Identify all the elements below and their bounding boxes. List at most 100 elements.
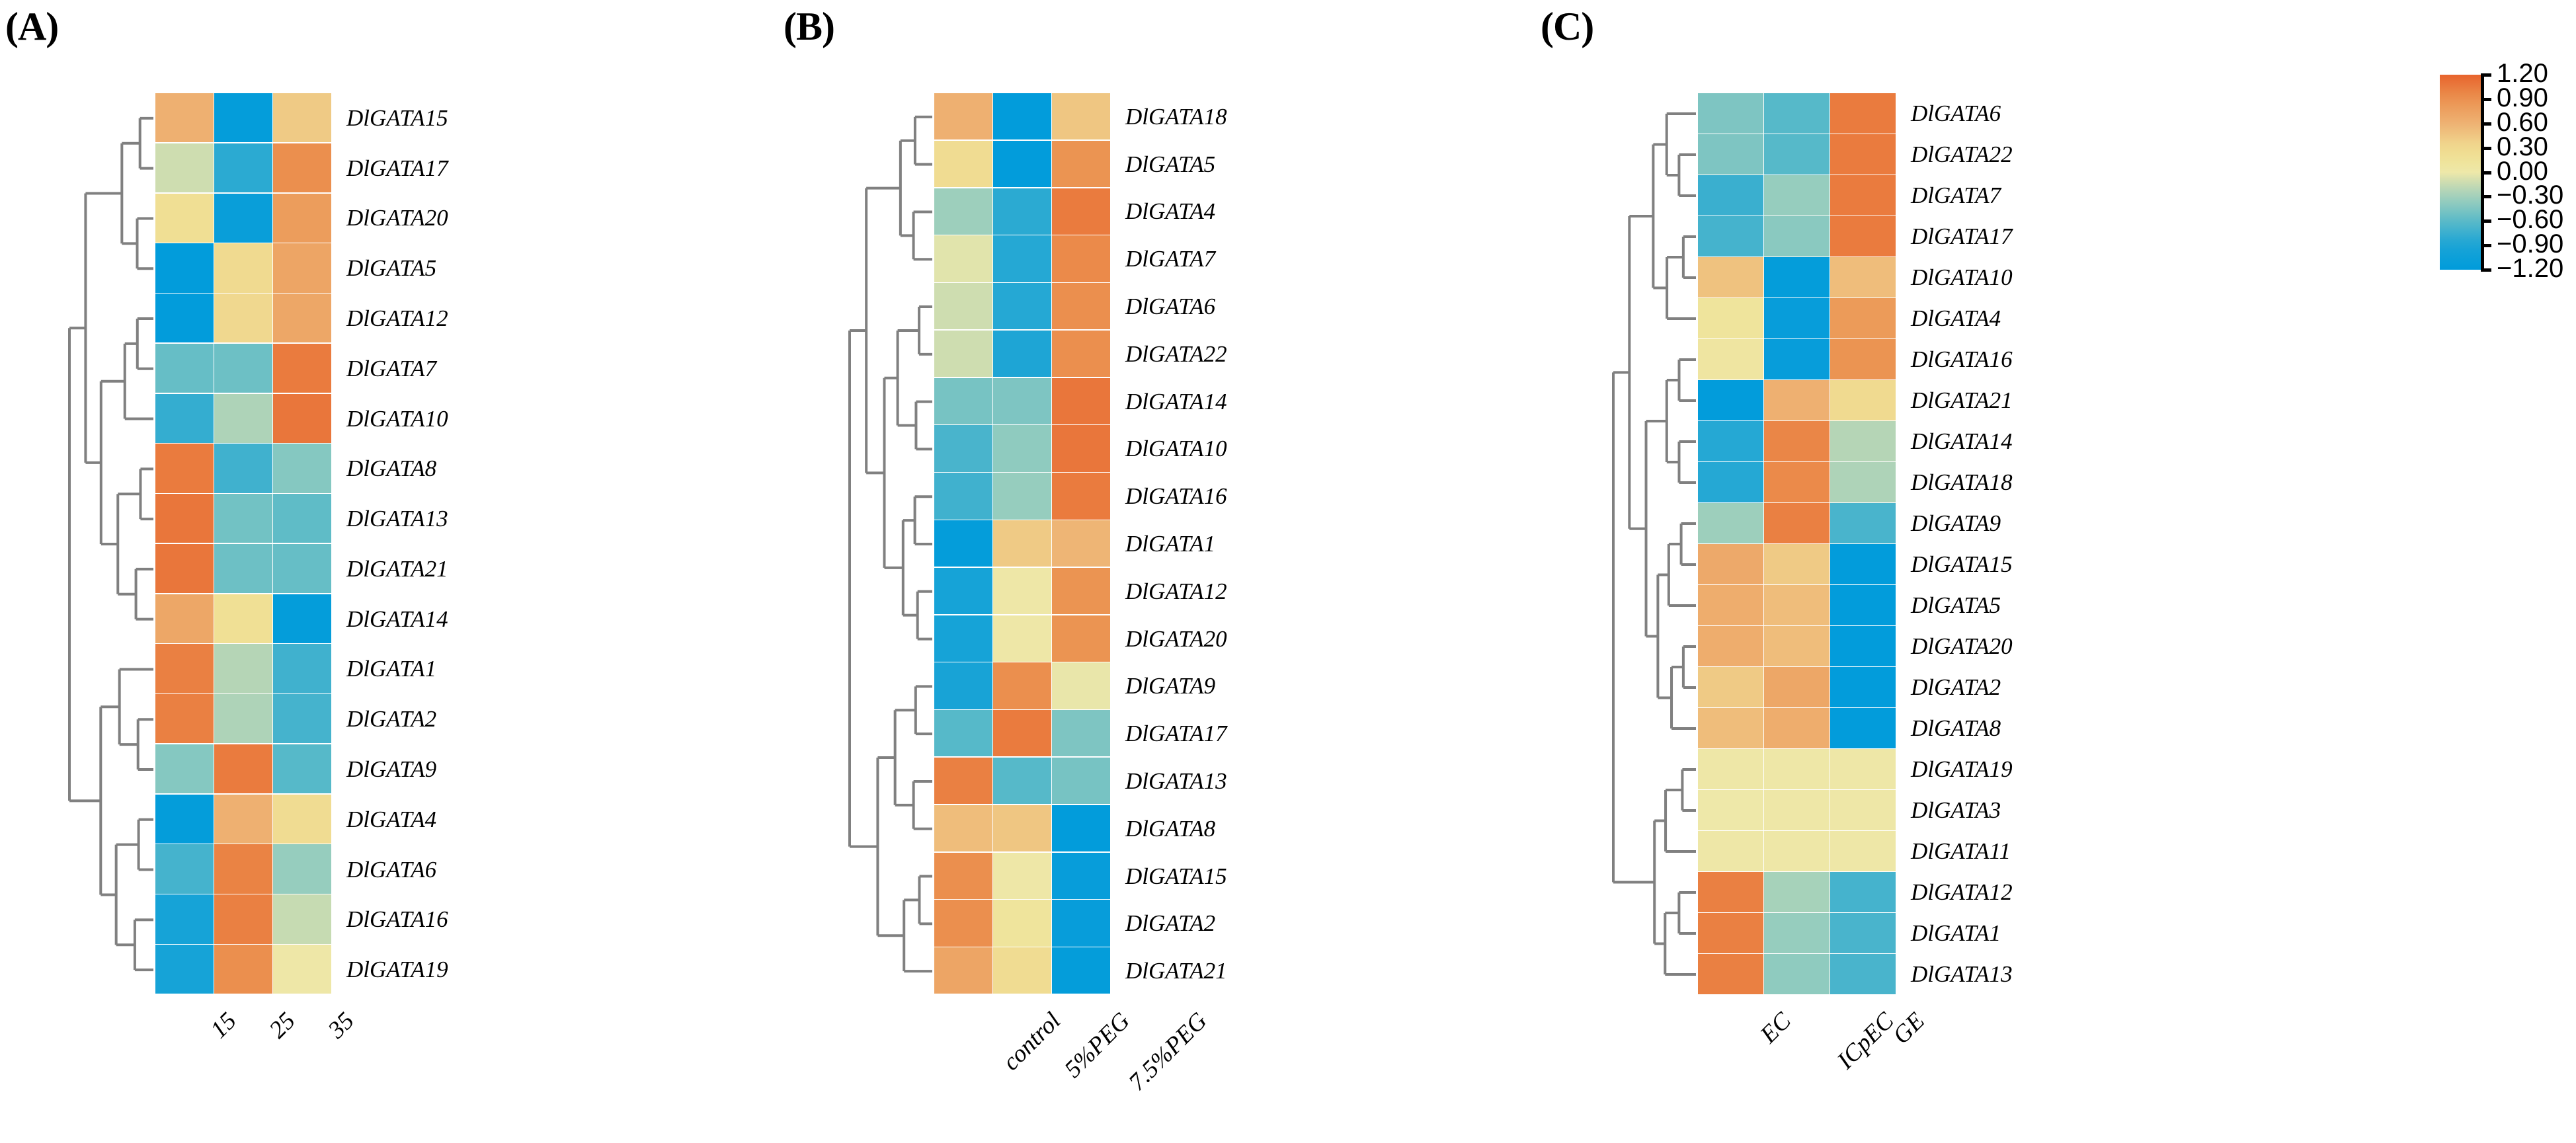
- row-label: DlGATA2: [1125, 910, 1216, 937]
- heatmap-cell: [993, 567, 1051, 615]
- row-label: DlGATA12: [1911, 879, 2013, 905]
- row-label: DlGATA14: [346, 606, 448, 632]
- heatmap-cell: [934, 947, 992, 994]
- heatmap-cell: [934, 330, 992, 377]
- heatmap-cell: [1052, 140, 1110, 188]
- row-label: DlGATA4: [1125, 198, 1216, 225]
- heatmap-row: [155, 543, 332, 594]
- heatmap-row: [1698, 954, 1896, 995]
- heatmap-cell: [273, 393, 331, 443]
- colorbar-tick: [2481, 97, 2491, 101]
- heatmap-row: [1698, 544, 1896, 585]
- heatmap-cell: [934, 283, 992, 330]
- heatmap-cell: [155, 894, 214, 944]
- heatmap-cell: [155, 945, 214, 994]
- heatmap-cell: [1830, 749, 1896, 789]
- row-label: DlGATA17: [1125, 721, 1227, 747]
- row-label: DlGATA22: [1125, 340, 1227, 367]
- heatmap-cell: [1830, 831, 1896, 871]
- heatmap-cell: [1830, 626, 1896, 666]
- heatmap-cell: [1698, 831, 1763, 871]
- column-label: 7.5%PEG: [1123, 1007, 1213, 1097]
- heatmap-row: [934, 947, 1111, 995]
- heatmap-cell: [273, 243, 331, 293]
- colorbar-tick: [2481, 244, 2491, 248]
- heatmap-cell: [1052, 377, 1110, 424]
- row-label: DlGATA12: [1125, 578, 1227, 604]
- column-label: 5%PEG: [1059, 1007, 1136, 1084]
- colorbar-tick: [2481, 219, 2491, 223]
- heatmap-cell: [1764, 93, 1830, 134]
- heatmap-cell: [1764, 134, 1830, 175]
- heatmap-cell: [1052, 520, 1110, 567]
- heatmap-row: [934, 805, 1111, 853]
- heatmap-cell: [214, 894, 272, 944]
- heatmap-row: [934, 377, 1111, 426]
- row-label: DlGATA14: [1911, 428, 2013, 454]
- heatmap-row: [934, 520, 1111, 568]
- row-label: DlGATA10: [1125, 436, 1227, 462]
- heatmap-cell: [273, 193, 331, 243]
- heatmap-cell: [934, 757, 992, 805]
- heatmap-cell: [934, 93, 992, 140]
- column-label: EC: [1755, 1007, 1796, 1049]
- colorbar-tick-label: 1.20: [2497, 59, 2548, 88]
- heatmap-cell: [934, 852, 992, 899]
- heatmap-row: [1698, 216, 1896, 257]
- heatmap-row: [934, 473, 1111, 520]
- heatmap-cell: [273, 143, 331, 193]
- row-label: DlGATA6: [346, 856, 437, 883]
- row-label: DlGATA14: [1125, 388, 1227, 414]
- heatmap-cell: [155, 343, 214, 393]
- row-label: DlGATA9: [1125, 673, 1216, 699]
- heatmap-cell: [1764, 175, 1830, 216]
- heatmap-cell: [934, 377, 992, 424]
- row-label: DlGATA4: [1911, 305, 2001, 331]
- colorbar-tick-label: 0.30: [2497, 132, 2548, 161]
- heatmap-row: [1698, 503, 1896, 544]
- heatmap-cell: [993, 283, 1051, 330]
- heatmap-cell: [1764, 298, 1830, 338]
- row-label: DlGATA2: [346, 706, 437, 732]
- heatmap-row: [934, 283, 1111, 331]
- row-label: DlGATA7: [346, 355, 437, 381]
- heatmap-cell: [1764, 708, 1830, 748]
- heatmap-cell: [993, 235, 1051, 282]
- row-label: DlGATA6: [1911, 100, 2001, 126]
- heatmap-cell: [934, 140, 992, 188]
- heatmap-cell: [1764, 544, 1830, 584]
- heatmap-cell: [1830, 421, 1896, 461]
- row-label: DlGATA1: [1125, 531, 1216, 557]
- heatmap-cell: [1052, 947, 1110, 994]
- row-label: DlGATA1: [346, 656, 437, 682]
- heatmap-cell: [993, 900, 1051, 947]
- heatmap-cell: [1698, 257, 1763, 297]
- heatmap-cell: [993, 330, 1051, 377]
- heatmap-cell: [1764, 585, 1830, 625]
- heatmap-cell: [1764, 667, 1830, 707]
- heatmap-row: [155, 444, 332, 494]
- row-label: DlGATA19: [1911, 756, 2013, 782]
- heatmap-row: [1698, 585, 1896, 626]
- row-label: DlGATA15: [1911, 551, 2013, 577]
- heatmap-row: [1698, 134, 1896, 175]
- heatmap-row: [934, 615, 1111, 663]
- heatmap-cell: [1698, 708, 1763, 748]
- heatmap-cell: [1764, 872, 1830, 912]
- heatmap-cell: [214, 945, 272, 994]
- row-label: DlGATA13: [1125, 768, 1227, 794]
- heatmap-cell: [1698, 749, 1763, 789]
- heatmap-cell: [214, 444, 272, 493]
- heatmap-cell: [214, 343, 272, 393]
- heatmap-cell: [1052, 615, 1110, 662]
- heatmap-cell: [155, 794, 214, 844]
- heatmap-cell: [934, 900, 992, 947]
- heatmap-row: [155, 294, 332, 344]
- heatmap-cell: [934, 710, 992, 757]
- heatmap-cell: [1698, 134, 1763, 175]
- heatmap-cell: [214, 794, 272, 844]
- heatmap-cell: [1052, 330, 1110, 377]
- heatmap-cell: [214, 143, 272, 193]
- colorbar-tick: [2481, 146, 2491, 150]
- heatmap-cell: [934, 473, 992, 520]
